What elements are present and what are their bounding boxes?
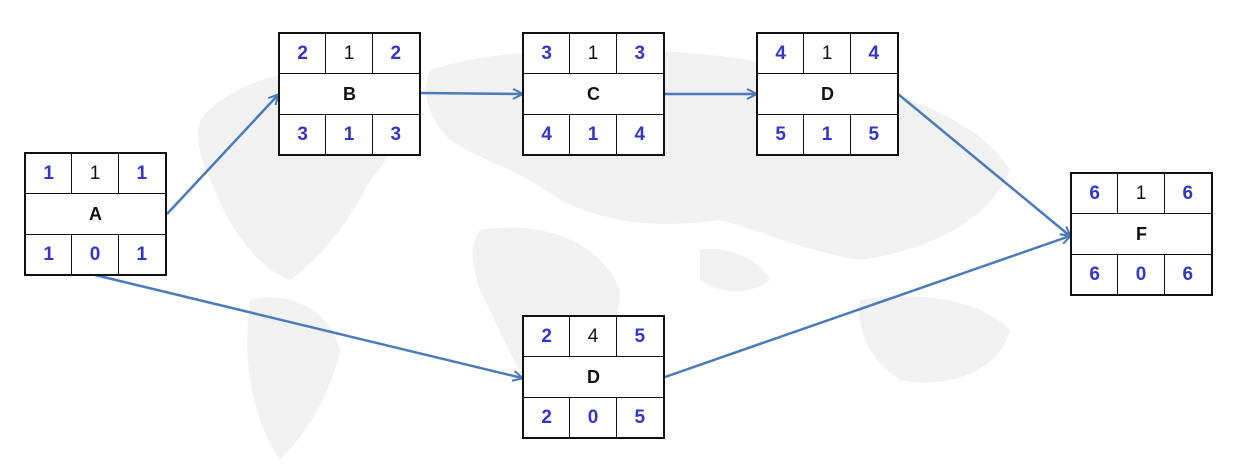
edge-a-b (166, 95, 278, 215)
node-d-top-bottom-left: 5 (758, 115, 805, 154)
node-d-bottom-bottom-left: 2 (524, 398, 571, 437)
node-d-top-bottom-right: 5 (868, 123, 880, 145)
edge-d2-f (664, 236, 1070, 379)
node-c-bottom-right: 4 (634, 123, 646, 145)
node-a-label: A (89, 203, 102, 224)
node-b-top-mid: 1 (326, 34, 373, 73)
node-d-top-top-mid: 1 (804, 34, 851, 73)
node-f-bottom-row: 6 0 6 (1072, 254, 1211, 294)
node-c: 3 1 3 C 4 1 4 (522, 32, 665, 156)
node-a-bottom-mid: 0 (72, 235, 119, 274)
edge-d1-f (897, 93, 1070, 236)
node-b-top-row: 2 1 2 (280, 34, 419, 74)
edge-a-d2 (94, 273, 522, 378)
node-d-bottom-bottom-right: 5 (634, 406, 646, 428)
node-a-top-right: 1 (136, 162, 148, 184)
node-f-top-left: 6 (1072, 174, 1119, 213)
node-d-top-top-left: 4 (758, 34, 805, 73)
node-f-bottom-left: 6 (1072, 255, 1119, 294)
node-b-bottom-left: 3 (280, 115, 327, 154)
node-d-bottom-top-mid: 4 (570, 317, 617, 356)
edge-b-c (420, 93, 522, 94)
node-d-top-bottom-row: 5 1 5 (758, 114, 897, 154)
node-a: 1 1 1 A 1 0 1 (24, 152, 167, 276)
node-d-bottom-bottom-mid: 0 (570, 398, 617, 437)
node-b-bottom-mid: 1 (326, 115, 373, 154)
node-b-top-left: 2 (280, 34, 327, 73)
node-c-top-right: 3 (634, 42, 646, 64)
node-c-top-row: 3 1 3 (524, 34, 663, 74)
node-d-top-top-right: 4 (868, 42, 880, 64)
node-f-bottom-mid: 0 (1118, 255, 1165, 294)
node-b: 2 1 2 B 3 1 3 (278, 32, 421, 156)
node-f-label: F (1136, 223, 1147, 244)
node-d-bottom: 2 4 5 D 2 0 5 (522, 315, 665, 439)
node-d-bottom-bottom-row: 2 0 5 (524, 397, 663, 437)
node-c-top-left: 3 (524, 34, 571, 73)
node-b-bottom-row: 3 1 3 (280, 114, 419, 154)
node-c-bottom-row: 4 1 4 (524, 114, 663, 154)
node-c-label: C (587, 83, 600, 104)
node-b-bottom-right: 3 (390, 123, 402, 145)
node-d-bottom-top-row: 2 4 5 (524, 317, 663, 357)
node-b-label: B (343, 83, 356, 104)
node-a-top-mid: 1 (72, 154, 119, 193)
node-d-top-bottom-mid: 1 (804, 115, 851, 154)
node-c-top-mid: 1 (570, 34, 617, 73)
node-d-top: 4 1 4 D 5 1 5 (756, 32, 899, 156)
node-a-top-row: 1 1 1 (26, 154, 165, 194)
node-f-top-right: 6 (1182, 182, 1194, 204)
node-b-top-right: 2 (390, 42, 402, 64)
node-c-bottom-left: 4 (524, 115, 571, 154)
node-a-top-left: 1 (26, 154, 73, 193)
node-a-bottom-left: 1 (26, 235, 73, 274)
node-d-bottom-label: D (587, 366, 600, 387)
node-d-bottom-top-left: 2 (524, 317, 571, 356)
node-f-bottom-right: 6 (1182, 263, 1194, 285)
node-d-top-label: D (821, 83, 834, 104)
node-a-bottom-right: 1 (136, 243, 148, 265)
node-f-top-mid: 1 (1118, 174, 1165, 213)
node-f: 6 1 6 F 6 0 6 (1070, 172, 1213, 296)
node-a-bottom-row: 1 0 1 (26, 234, 165, 274)
node-c-bottom-mid: 1 (570, 115, 617, 154)
node-d-top-top-row: 4 1 4 (758, 34, 897, 74)
node-d-bottom-top-right: 5 (634, 325, 646, 347)
node-f-top-row: 6 1 6 (1072, 174, 1211, 214)
